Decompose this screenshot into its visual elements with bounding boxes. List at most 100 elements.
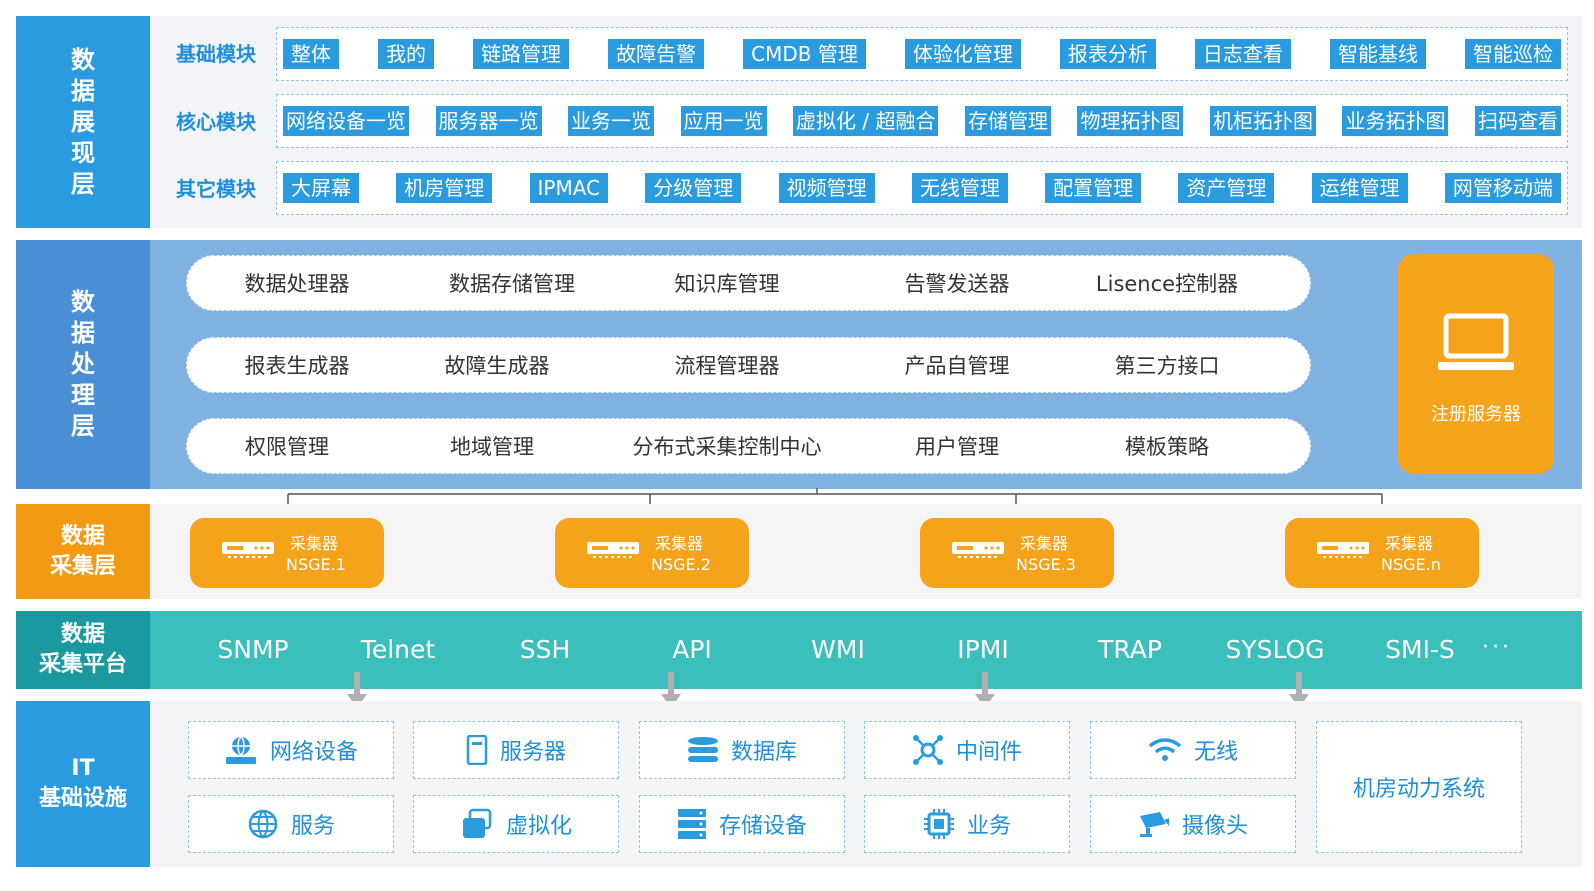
processor-item[interactable]: Lisence控制器 <box>1095 272 1239 296</box>
register-server[interactable]: 注册服务器 <box>1398 254 1554 474</box>
module-chip[interactable]: 网管移动端 <box>1444 173 1561 203</box>
infra-label: 无线 <box>1193 740 1238 765</box>
module-chip[interactable]: 机柜拓扑图 <box>1209 106 1316 136</box>
module-chip[interactable]: 机房管理 <box>396 173 493 203</box>
module-chip[interactable]: 智能巡检 <box>1464 39 1561 69</box>
other-modules-row: 大屏幕 机房管理 IPMAC 分级管理 视频管理 无线管理 配置管理 资产管理 … <box>276 161 1568 215</box>
module-chip[interactable]: 我的 <box>378 39 435 69</box>
module-chip[interactable]: 物理拓扑图 <box>1077 106 1184 136</box>
collector-device-icon <box>587 542 639 558</box>
module-chip[interactable]: 运维管理 <box>1311 173 1408 203</box>
collector-id: NSGE.n <box>1381 555 1441 574</box>
infra-label: 机房动力系统 <box>1352 777 1485 802</box>
module-chip[interactable]: 应用一览 <box>680 106 767 136</box>
infra-item[interactable]: 存储设备 <box>639 795 845 853</box>
protocol-label: API <box>672 635 712 664</box>
processor-item[interactable]: 报表生成器 <box>244 354 350 378</box>
collector-node[interactable]: 采集器 NSGE.2 <box>555 518 749 588</box>
infra-label: 服务 <box>290 814 335 839</box>
camera-icon <box>1139 812 1169 837</box>
infra-label: 网络设备 <box>269 740 358 765</box>
module-chip[interactable]: IPMAC <box>529 173 609 203</box>
collector-name: 采集器 <box>1385 534 1434 553</box>
module-chip[interactable]: 网络设备一览 <box>283 106 409 136</box>
module-chip[interactable]: 故障告警 <box>608 39 705 69</box>
processor-item[interactable]: 数据处理器 <box>244 272 350 296</box>
module-chip[interactable]: 体验化管理 <box>904 39 1021 69</box>
module-chip[interactable]: 虚拟化 / 超融合 <box>793 106 939 136</box>
processor-item[interactable]: 故障生成器 <box>444 354 550 378</box>
wifi-icon <box>1148 738 1182 761</box>
infra-item[interactable]: 业务 <box>864 795 1070 853</box>
protocol-label: Telnet <box>360 635 436 664</box>
module-chip[interactable]: 分级管理 <box>645 173 742 203</box>
module-chip[interactable]: 日志查看 <box>1194 39 1291 69</box>
module-chip[interactable]: 业务拓扑图 <box>1342 106 1449 136</box>
processor-item[interactable]: 第三方接口 <box>1114 354 1220 378</box>
module-chip[interactable]: 扫码查看 <box>1474 106 1561 136</box>
vertical-layer-label: 数据处理层 <box>71 288 95 440</box>
infra-label: 摄像头 <box>1181 814 1248 839</box>
server-icon <box>466 735 488 765</box>
virtualization-icon <box>462 808 492 838</box>
middleware-icon <box>912 735 943 765</box>
module-chip[interactable]: 无线管理 <box>911 173 1008 203</box>
infra-item[interactable]: 网络设备 <box>188 721 394 779</box>
collector-node[interactable]: 采集器 NSGE.n <box>1285 518 1479 588</box>
row-label-other: 其它模块 <box>176 177 256 201</box>
module-chip[interactable]: 大屏幕 <box>283 173 359 203</box>
processor-item[interactable]: 告警发送器 <box>904 272 1010 296</box>
storage-icon <box>677 809 706 839</box>
collection-platform-layer: 数据 采集平台 SNMP Telnet SSH API WMI IPMI TRA… <box>16 611 1582 689</box>
collector-node[interactable]: 采集器 NSGE.1 <box>190 518 384 588</box>
processor-item[interactable]: 用户管理 <box>915 435 999 459</box>
presentation-layer-label: 数据展现层 <box>16 16 150 228</box>
module-chip[interactable]: 业务一览 <box>568 106 654 136</box>
processor-item[interactable]: 知识库管理 <box>674 272 780 296</box>
module-chip[interactable]: 服务器一览 <box>435 106 542 136</box>
infra-item[interactable]: 中间件 <box>864 721 1070 779</box>
infra-item[interactable]: 无线 <box>1090 721 1296 779</box>
collector-node[interactable]: 采集器 NSGE.3 <box>920 518 1114 588</box>
globe-icon <box>248 809 278 839</box>
module-chip[interactable]: 整体 <box>283 39 339 69</box>
module-chip[interactable]: 视频管理 <box>778 173 875 203</box>
processor-item[interactable]: 数据存储管理 <box>449 272 575 296</box>
core-modules-row: 网络设备一览 服务器一览 业务一览 应用一览 虚拟化 / 超融合 存储管理 物理… <box>276 94 1568 148</box>
infra-label: 虚拟化 <box>505 814 572 839</box>
collector-id: NSGE.2 <box>651 555 711 574</box>
more-protocols: ··· <box>1482 635 1512 660</box>
processor-item[interactable]: 流程管理器 <box>674 354 780 378</box>
processing-layer: 数据处理层 数据处理器 数据存储管理 知识库管理 告警发送器 Lisence控制… <box>16 240 1582 489</box>
infra-item[interactable]: 摄像头 <box>1090 795 1296 853</box>
collector-device-icon <box>1317 542 1369 558</box>
infra-item[interactable]: 服务 <box>188 795 394 853</box>
infra-item-power[interactable]: 机房动力系统 <box>1316 721 1522 853</box>
infra-label: 服务器 <box>499 740 566 765</box>
module-chip[interactable]: 链路管理 <box>473 39 570 69</box>
infra-item[interactable]: 数据库 <box>639 721 845 779</box>
processor-item[interactable]: 地域管理 <box>450 435 534 459</box>
collector-id: NSGE.1 <box>286 555 346 574</box>
processor-item[interactable]: 产品自管理 <box>904 354 1010 378</box>
module-chip[interactable]: 资产管理 <box>1178 173 1275 203</box>
processing-layer-label: 数据处理层 <box>16 240 150 489</box>
collection-platform-label: 数据 采集平台 <box>16 611 150 689</box>
processor-item[interactable]: 模板策略 <box>1125 435 1209 459</box>
collector-id: NSGE.3 <box>1016 555 1076 574</box>
module-chip[interactable]: 配置管理 <box>1045 173 1142 203</box>
protocol-label: SMI-S <box>1385 635 1455 664</box>
database-icon <box>687 737 718 762</box>
collector-device-icon <box>952 542 1004 558</box>
network-device-icon <box>225 736 256 764</box>
module-chip[interactable]: 报表分析 <box>1059 39 1156 69</box>
processor-item[interactable]: 权限管理 <box>245 435 329 459</box>
infra-item[interactable]: 虚拟化 <box>413 795 619 853</box>
infra-item[interactable]: 服务器 <box>413 721 619 779</box>
module-chip[interactable]: 存储管理 <box>964 106 1051 136</box>
module-chip[interactable]: CMDB 管理 <box>743 39 866 69</box>
presentation-layer: 数据展现层 基础模块 整体 我的 链路管理 故障告警 CMDB 管理 体验化管理… <box>16 16 1582 228</box>
collection-layer-label: 数据 采集层 <box>16 504 150 599</box>
processor-item[interactable]: 分布式采集控制中心 <box>632 435 822 459</box>
module-chip[interactable]: 智能基线 <box>1329 39 1426 69</box>
